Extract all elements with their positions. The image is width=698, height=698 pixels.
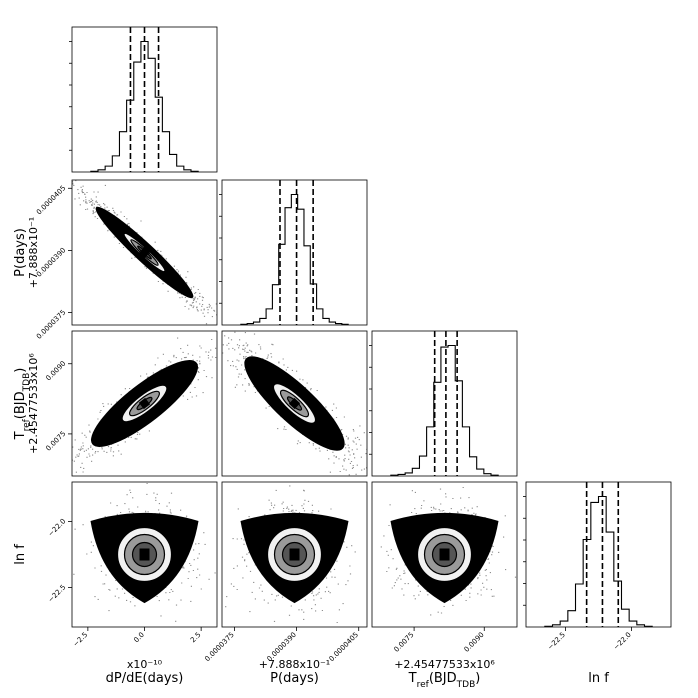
label-part: ln f [13, 544, 28, 565]
label-part: ln f [588, 671, 609, 686]
y-offset-label: +7.888x10⁻¹ [27, 217, 40, 288]
y-axis-label: P(days) [13, 228, 28, 277]
x-tick-label: 0.0 [132, 631, 146, 645]
scatter-panel-Tref-lnf [380, 486, 517, 616]
density-peak [138, 397, 151, 410]
x-axis-label: dP/dE(days) [106, 671, 184, 686]
panel-frame [221, 330, 368, 477]
scatter-panel-dPdE-P [72, 180, 217, 325]
label-part: TDB [22, 373, 32, 393]
y-axis-label: ln f [13, 544, 28, 565]
x-axis-label: ln f [588, 671, 609, 686]
x-tick-label: 0.0075 [393, 631, 416, 654]
x-offset-label: x10⁻¹⁰ [127, 658, 163, 671]
panel-frame [371, 481, 518, 628]
histogram-panel-lnf [523, 481, 672, 628]
scatter-panel-dPdE-Tref [72, 337, 217, 473]
y-tick-label: −22.5 [47, 583, 68, 604]
x-tick-label: 0.0090 [463, 631, 486, 654]
x-tick-label: −2.5 [72, 631, 90, 649]
label-part: P(days) [13, 228, 28, 277]
label-part: ) [13, 368, 28, 373]
x-offset-label: +7.888x10⁻¹ [259, 658, 330, 671]
x-tick-label: −22.0 [612, 631, 633, 652]
panel-frame [525, 481, 672, 628]
y-offset-label: +2.45477533x10⁶ [27, 353, 40, 454]
label-part: dP/dE(days) [106, 671, 184, 686]
density-peak [139, 548, 150, 561]
label-part: TDB [456, 680, 476, 690]
x-tick-label: 0.0000375 [203, 631, 235, 663]
label-part: T [13, 431, 28, 440]
histogram-step [544, 495, 653, 627]
y-tick-label: −22.0 [47, 517, 68, 538]
density-peak [288, 397, 301, 410]
density-peak [289, 548, 300, 561]
label-part: P(days) [270, 671, 319, 686]
y-tick-label: 0.0000375 [35, 308, 67, 340]
x-tick-label: −22.5 [546, 631, 567, 652]
label-part: (BJD [429, 671, 457, 686]
label-part: T [408, 671, 417, 686]
x-axis-label: Tref(BJDTDB) [408, 671, 481, 690]
panel-frame [221, 481, 368, 628]
x-tick-label: 0.0000405 [328, 631, 360, 663]
density-peak [439, 548, 450, 561]
label-part: (BJD [13, 391, 28, 419]
panel-frame [221, 179, 368, 326]
x-axis-label: P(days) [270, 671, 319, 686]
x-offset-label: +2.45477533x10⁶ [394, 658, 495, 671]
histogram-step [240, 193, 349, 325]
panel-frame [371, 330, 518, 477]
label-part: ref [22, 418, 32, 431]
panel-frame [71, 179, 218, 326]
histogram-panel-Tref [369, 330, 518, 477]
y-tick-label: 0.0000405 [35, 184, 67, 216]
histogram-panel-P [219, 179, 368, 326]
y-axis-label: Tref(BJDTDB) [13, 368, 32, 441]
x-tick-label: 2.5 [189, 631, 203, 645]
density-peak [138, 246, 151, 259]
label-part: ref [417, 680, 430, 690]
y-tick-label: 0.0090 [44, 359, 67, 382]
label-part: ) [475, 671, 480, 686]
y-tick-label: 0.0075 [44, 430, 67, 453]
histogram-step [90, 40, 199, 172]
histogram-step [390, 344, 499, 476]
scatter-panel-P-lnf [225, 485, 356, 624]
panel-frame [71, 330, 218, 477]
scatter-panel-P-Tref [222, 331, 367, 476]
histogram-panel-dPdE [69, 26, 218, 173]
scatter-panel-dPdE-lnf [73, 482, 216, 622]
